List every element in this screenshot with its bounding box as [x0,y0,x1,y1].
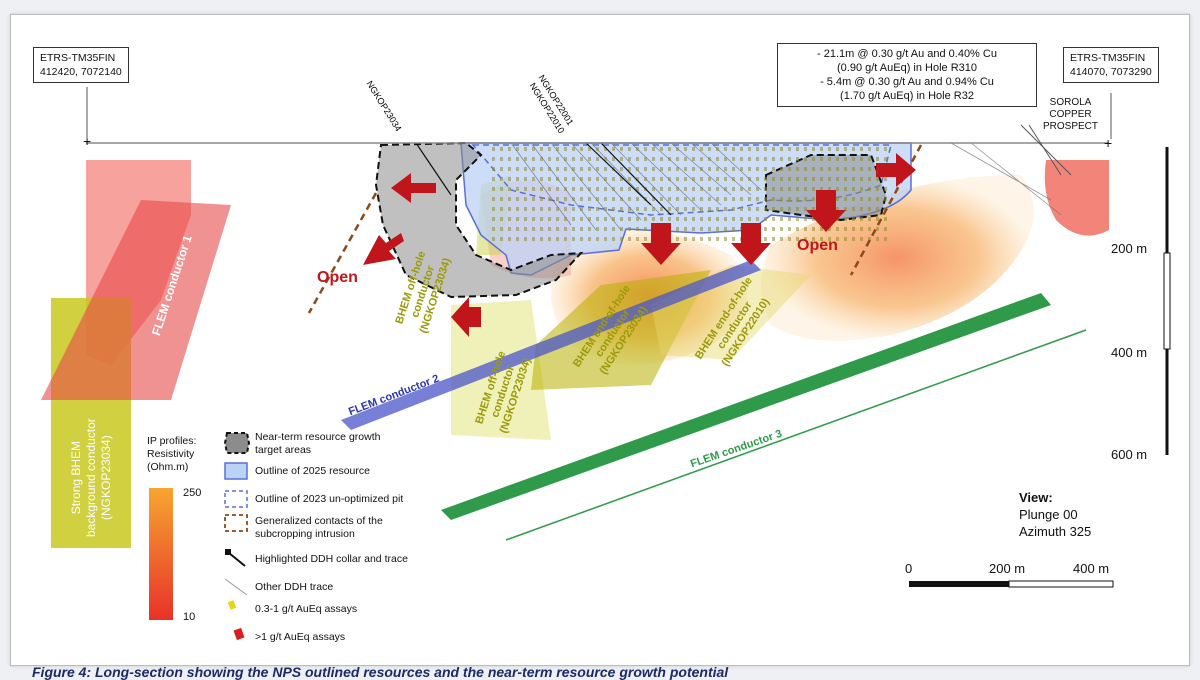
highlighted-ddh [415,142,672,216]
ip-legend-max: 250 [183,487,202,499]
coord-box-right: ETRS-TM35FIN 414070, 7073290 [1063,47,1159,83]
bhem-background-label: Strong BHEM background conductor (NGKOP2… [69,418,114,537]
scale-label-0: 0 [905,561,913,576]
contact-left [307,192,378,314]
scale-bar-black [909,581,1009,587]
flem-conductor-3-plate [441,293,1051,520]
coord-box-left: ETRS-TM35FIN 412420, 7072140 [33,47,129,83]
depth-400: 400 m [1111,345,1148,360]
scale-bar-white [1008,580,1114,588]
growth-arrows [363,153,916,337]
view-info: View: Plunge 00 Azimuth 325 [1019,489,1091,540]
bhem-bg-line-1: Strong BHEM [69,440,83,515]
legend-contacts-1: Generalized contacts of the [255,515,383,527]
figure-frame: + + ETRS-TM35FIN 412420, 7072140 ETRS-TM… [10,14,1190,666]
ip-color-ramp [149,488,173,620]
coord-left-value: 412420, 7072140 [40,66,122,78]
prospect-leader [1020,124,1072,176]
growth-area-left [374,141,584,299]
legend-growth-2: target areas [255,444,312,456]
intercept-line-1: - 21.1m @ 0.30 g/t Au and 0.40% Cu [817,48,997,60]
left-surface-cross: + [83,133,91,149]
legend-growth-1: Near-term resource growth [255,431,381,443]
depth-600: 600 m [1111,447,1148,462]
prospect-line-3: PROSPECT [1043,121,1099,132]
legend-symbols [223,432,251,641]
flem-conductor-1-plate [41,200,231,400]
legend-assay-high: >1 g/t AuEq assays [255,631,346,643]
coord-right-system: ETRS-TM35FIN [1070,52,1146,64]
section-diagram: + + [41,87,1171,641]
intercept-line-3: - 5.4m @ 0.30 g/t Au and 0.94% Cu [820,76,994,88]
depth-scale-gap-1 [1163,252,1171,350]
ip-legend-title-3: (Ohm.m) [147,461,189,473]
legend-outline-2023: Outline of 2023 un-optimized pit [255,493,404,505]
view-plunge: Plunge 00 [1019,507,1078,522]
bhem-bg-line-2: background conductor [84,418,98,537]
legend-outline-2025: Outline of 2025 resource [255,465,370,477]
ip-legend-title: IP profiles: Resistivity (Ohm.m) [147,435,196,474]
legend-contacts: Generalized contacts of the subcropping … [255,515,383,541]
scale-label-200: 200 m [989,561,1026,576]
prospect-line-2: COPPER [1049,109,1092,120]
intercept-line-4: (1.70 g/t AuEq) in Hole R32 [840,90,974,102]
coord-right-value: 414070, 7073290 [1070,66,1152,78]
view-azimuth: Azimuth 325 [1019,524,1092,539]
prospect-line-1: SOROLA [1049,97,1092,108]
coord-left-system: ETRS-TM35FIN [40,52,116,64]
open-label-right: Open [797,237,838,254]
prospect-label: SOROLA COPPER PROSPECT [1043,97,1098,133]
bhem-bg-line-3: (NGKOP23034) [99,435,113,520]
ip-legend-min: 10 [183,611,196,623]
legend-assay-low: 0.3-1 g/t AuEq assays [255,603,358,615]
ip-legend-title-1: IP profiles: [147,435,197,447]
flem-conductor-3-trace [505,329,1087,541]
intercept-note: - 21.1m @ 0.30 g/t Au and 0.40% Cu (0.90… [777,43,1037,107]
right-surface-cross: + [1104,135,1112,151]
ip-legend-title-2: Resistivity [147,448,195,460]
legend-other-ddh: Other DDH trace [255,581,334,593]
scale-label-400: 400 m [1073,561,1110,576]
view-title: View: [1019,490,1053,505]
legend-highlighted-ddh: Highlighted DDH collar and trace [255,553,408,565]
intercept-line-2: (0.90 g/t AuEq) in Hole R310 [836,62,978,74]
intercept-leader [1028,124,1062,176]
figure-caption: Figure 4: Long-section showing the NPS o… [32,664,729,680]
legend-contacts-2: subcropping intrusion [255,528,355,540]
open-label-left: Open [317,269,358,286]
depth-200: 200 m [1111,241,1148,256]
legend-growth: Near-term resource growth target areas [255,431,380,457]
flem-conductor-2-plate [341,260,761,430]
ddh-traces [510,142,1062,231]
